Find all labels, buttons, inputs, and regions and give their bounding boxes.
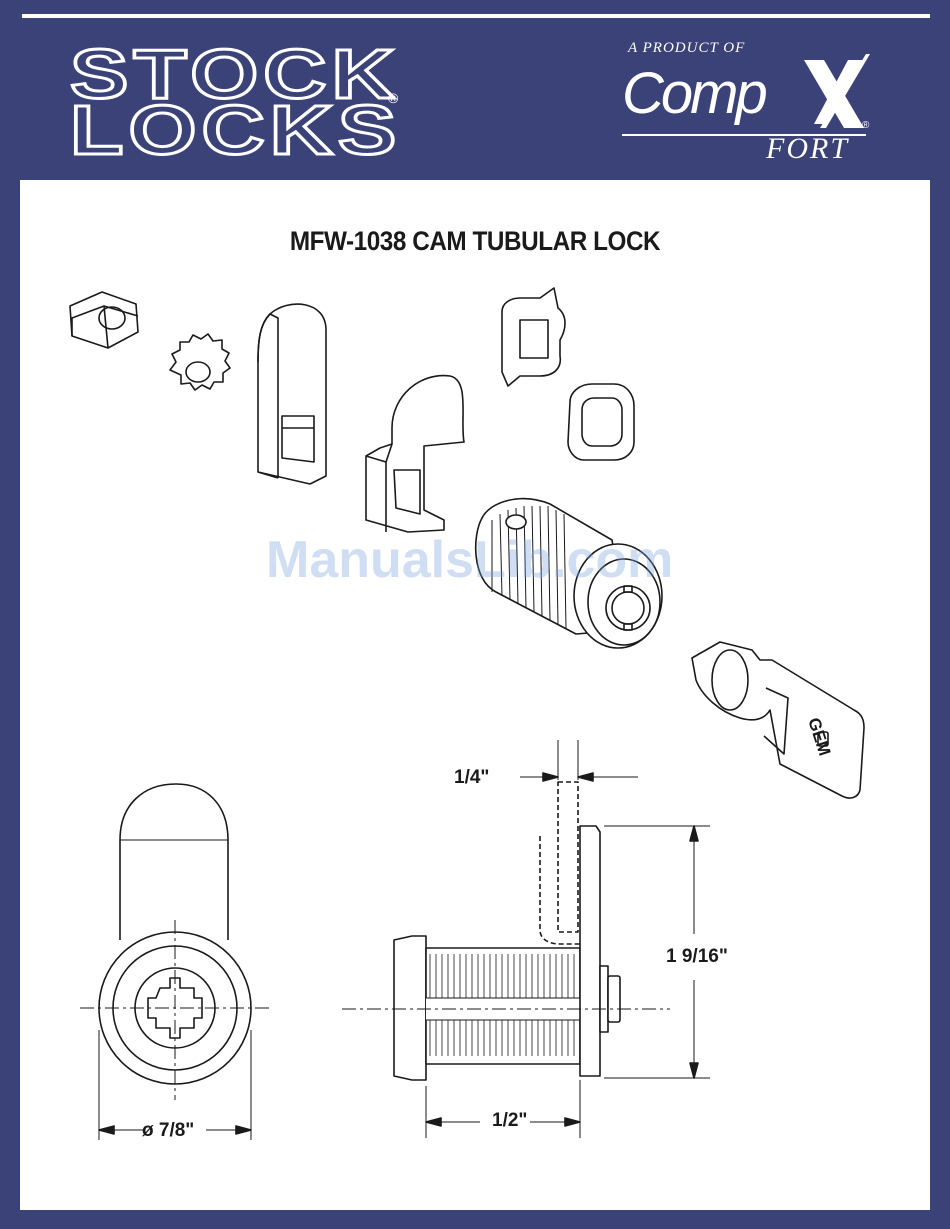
compx-registered-mark: ® xyxy=(862,120,869,131)
stop-ring-part xyxy=(568,384,634,460)
technical-drawing: GEM xyxy=(20,180,930,1210)
offset-cam-part xyxy=(366,376,464,532)
lock-washer-part xyxy=(170,334,230,390)
stop-plate-part xyxy=(502,288,565,386)
side-view-drawing xyxy=(342,740,710,1138)
compx-word: Comp xyxy=(622,60,765,127)
hex-nut-part xyxy=(70,292,138,348)
brand-registered-mark: ® xyxy=(388,90,398,106)
dimension-face-diameter: ø 7/8" xyxy=(142,1120,194,1142)
fort-label: FORT xyxy=(766,132,849,166)
content-panel: MFW-1038 CAM TUBULAR LOCK xyxy=(20,180,930,1210)
straight-cam-part xyxy=(258,304,326,484)
dimension-cam-length: 1 9/16" xyxy=(666,946,728,968)
watermark-text: ManualsLib.com xyxy=(266,530,673,590)
dimension-body-length: 1/2" xyxy=(492,1110,527,1132)
front-view-drawing xyxy=(80,784,270,1140)
tubular-key-part xyxy=(692,642,864,798)
brand-line-locks: LOCKS xyxy=(70,102,495,158)
compx-x-mark: X xyxy=(800,54,870,134)
product-of-label: A PRODUCT OF xyxy=(628,40,745,57)
stock-locks-logo: STOCK LOCKS ® xyxy=(70,46,410,166)
dimension-cam-thickness: 1/4" xyxy=(454,767,489,789)
header: STOCK LOCKS ® A PRODUCT OF Comp X ® FORT xyxy=(0,18,950,180)
compx-fort-logo: Comp X ® FORT xyxy=(618,58,878,168)
